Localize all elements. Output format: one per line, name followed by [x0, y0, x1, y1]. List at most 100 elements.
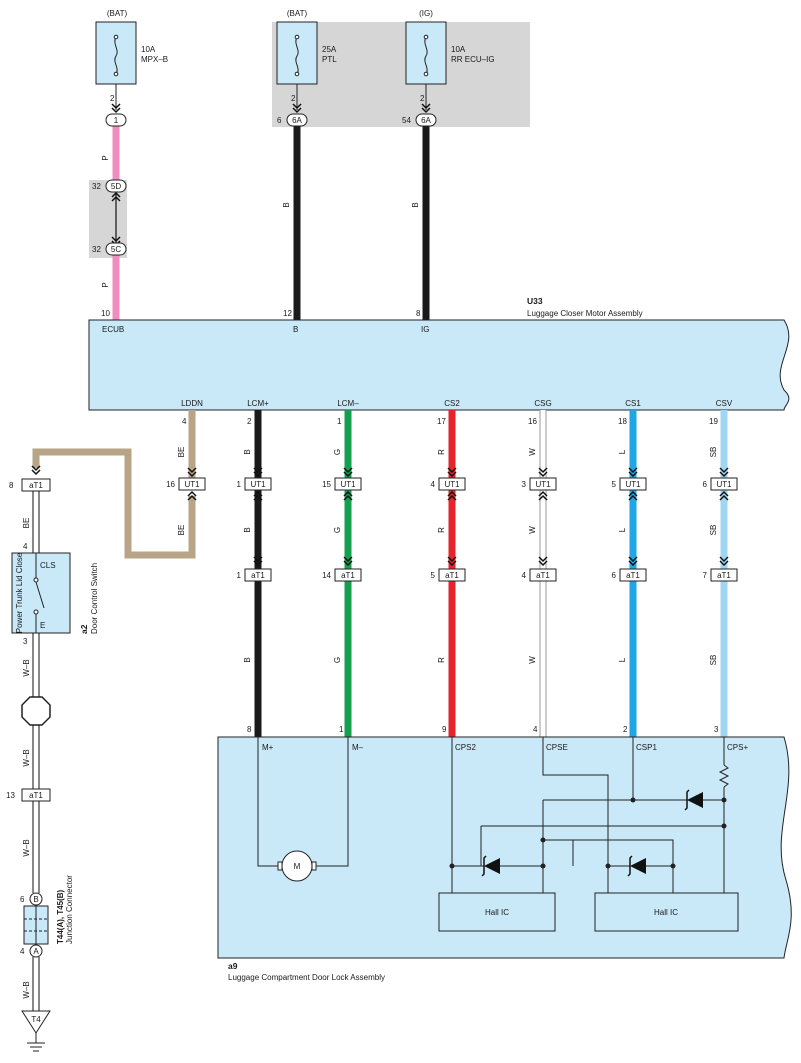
svg-text:6: 6: [277, 116, 282, 125]
svg-text:T4: T4: [31, 1015, 41, 1024]
svg-text:16: 16: [166, 480, 175, 489]
svg-text:14: 14: [322, 571, 331, 580]
u33-pin-name: ECUB: [102, 325, 124, 334]
svg-text:aT1: aT1: [626, 571, 640, 580]
junction-6a-ig: 54 6A: [402, 113, 437, 127]
u33-pin-name: CS2: [444, 399, 460, 408]
junction-5d: 32 5D: [92, 179, 127, 193]
fuse-ptl: (BAT) 25A PTL: [276, 9, 337, 85]
a9-pin-num: 1: [339, 725, 344, 734]
wire-color-label: B: [243, 657, 252, 662]
svg-text:aT1: aT1: [717, 571, 731, 580]
wire-color-label: BE: [177, 525, 186, 536]
svg-text:32: 32: [92, 245, 101, 254]
svg-text:4: 4: [431, 480, 436, 489]
svg-text:1: 1: [237, 480, 242, 489]
svg-text:1: 1: [114, 116, 119, 125]
svg-text:UT1: UT1: [716, 480, 732, 489]
u33-pin-num: 17: [437, 417, 446, 426]
connector-ut1: UT1 1: [237, 467, 272, 501]
svg-text:BE: BE: [22, 518, 31, 529]
svg-text:UT1: UT1: [184, 480, 200, 489]
svg-text:1: 1: [237, 571, 242, 580]
wire-color-label: L: [618, 527, 627, 532]
wire-color-label: BE: [177, 447, 186, 458]
svg-text:4: 4: [20, 947, 25, 956]
svg-text:4: 4: [522, 571, 527, 580]
fuse-pin: 2: [291, 94, 296, 103]
wire-color-label: SB: [709, 655, 718, 666]
zener-diode-icon: [481, 855, 500, 877]
fuse-icon: [295, 36, 299, 75]
wire-be-lddn: [32, 410, 196, 559]
a9-internal-circuit: [257, 737, 730, 893]
fuse-name: PTL: [322, 55, 337, 64]
door-control-switch: [11, 552, 71, 634]
a9-pin-num: 2: [623, 725, 628, 734]
ground-icon: [27, 1042, 45, 1052]
switch-icon: [35, 581, 45, 609]
a9-pin-name: M+: [262, 743, 274, 752]
svg-text:6: 6: [20, 895, 25, 904]
svg-text:UT1: UT1: [444, 480, 460, 489]
u33-pin-num: 16: [528, 417, 537, 426]
fuse-icon: [114, 36, 118, 75]
wire-color-label: SB: [709, 447, 718, 458]
svg-text:5: 5: [431, 571, 436, 580]
svg-text:M: M: [294, 862, 301, 871]
wire-color-label: G: [333, 527, 342, 533]
wire-color-label: G: [333, 657, 342, 663]
wire-color-label: W: [528, 656, 537, 664]
svg-text:UT1: UT1: [340, 480, 356, 489]
u33-pin-name: CSV: [716, 399, 733, 408]
svg-text:5D: 5D: [111, 182, 121, 191]
left-chain: 8 aT1 BE 4 Power Trunk Lid Close CLS E 3…: [6, 465, 99, 1052]
svg-text:aT1: aT1: [536, 571, 550, 580]
a9-code: a9: [228, 961, 238, 971]
svg-text:E: E: [40, 621, 45, 630]
u33-pin-num: 18: [618, 417, 627, 426]
svg-text:B: B: [33, 895, 38, 904]
svg-text:aT1: aT1: [445, 571, 459, 580]
fuse-mpx-b: (BAT) 10A MPX–B: [95, 9, 168, 85]
wire-color-label: B: [243, 527, 252, 532]
svg-text:Power Trunk Lid Close: Power Trunk Lid Close: [15, 552, 24, 633]
u33-pin-num: 19: [709, 417, 718, 426]
wire-color-label: W: [528, 448, 537, 456]
fuse-source: (IG): [419, 9, 433, 18]
zener-diode-icon: [627, 855, 646, 877]
wire-color-label: B: [243, 449, 252, 454]
u33-name: Luggage Closer Motor Assembly: [527, 309, 643, 318]
hall-ic-2: Hall IC: [594, 892, 739, 932]
u33-pin-num: 1: [337, 417, 342, 426]
wire-color-label: L: [618, 657, 627, 662]
fuse-rating: 10A: [451, 45, 466, 54]
svg-text:UT1: UT1: [250, 480, 266, 489]
splice-octagon-icon: [21, 696, 51, 726]
svg-text:6: 6: [703, 480, 708, 489]
wire-color-label: B: [282, 202, 291, 207]
a9-name: Luggage Compartment Door Lock Assembly: [228, 973, 385, 982]
svg-text:15: 15: [322, 480, 331, 489]
svg-text:32: 32: [92, 182, 101, 191]
svg-text:8: 8: [9, 481, 14, 490]
svg-text:13: 13: [6, 791, 15, 800]
junction-1: 1: [105, 113, 127, 127]
svg-text:3: 3: [522, 480, 527, 489]
svg-text:54: 54: [402, 116, 411, 125]
svg-text:6A: 6A: [292, 116, 302, 125]
fuse-name: MPX–B: [141, 55, 168, 64]
svg-text:Junction Connector: Junction Connector: [65, 875, 74, 944]
u33-pin-num: 2: [247, 417, 252, 426]
wire-color-label: SB: [709, 525, 718, 536]
hall-ic-1: Hall IC: [438, 892, 556, 932]
svg-text:7: 7: [703, 571, 708, 580]
svg-text:4: 4: [23, 542, 28, 551]
u33-pin-name: CS1: [625, 399, 641, 408]
wire-color-label: R: [437, 527, 446, 533]
connector-at1: aT1 4: [522, 556, 557, 582]
wire-color-label: G: [333, 449, 342, 455]
a9-pin-name: CPSE: [546, 743, 568, 752]
